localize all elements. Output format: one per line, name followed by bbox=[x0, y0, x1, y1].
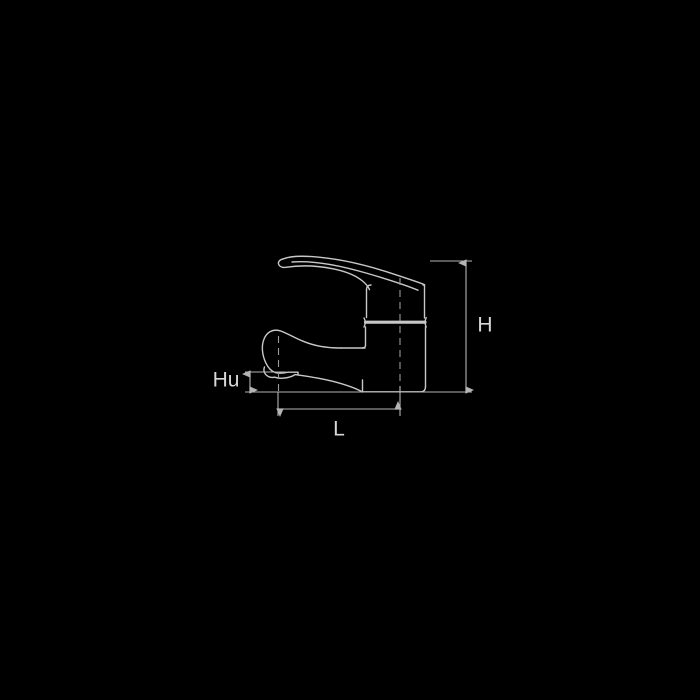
dimension-H bbox=[430, 259, 474, 394]
spout-upper-curve bbox=[261, 329, 342, 374]
centerlines-group bbox=[277, 278, 401, 402]
cartridge-cap-shape bbox=[365, 284, 426, 319]
spout-lower-curve bbox=[294, 373, 364, 393]
dimension-Hu-label: Hu bbox=[213, 369, 240, 392]
mixer-body-shape bbox=[340, 326, 427, 393]
collar-band bbox=[363, 316, 427, 328]
faucet-outline bbox=[261, 255, 427, 393]
dimension-L bbox=[276, 386, 402, 417]
spout-outlet bbox=[263, 366, 299, 379]
dimension-H-label: H bbox=[477, 314, 492, 337]
dimension-L-label: L bbox=[333, 418, 345, 441]
lever-handle-shape bbox=[277, 255, 426, 291]
dimension-Hu bbox=[242, 370, 286, 394]
